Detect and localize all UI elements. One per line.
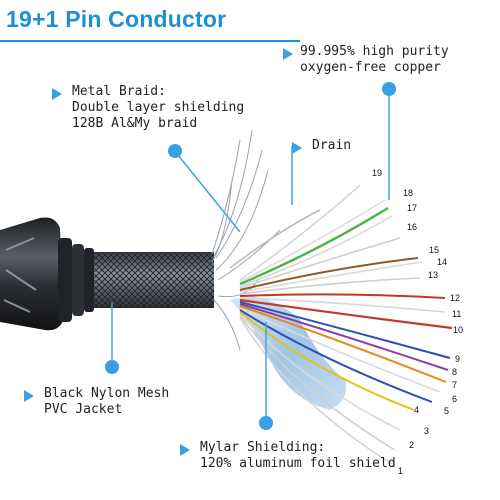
pin-label-6: 6 <box>452 394 458 404</box>
pin-label-11: 11 <box>452 309 462 319</box>
copper-marker-dot <box>382 82 396 96</box>
pin-label-7: 7 <box>452 380 458 390</box>
nylon-mesh-jacket <box>94 252 214 308</box>
page-title: 19+1 Pin Conductor <box>6 6 227 32</box>
leader-lines <box>111 88 390 420</box>
braid-callout: Metal Braid: Double layer shielding 128B… <box>72 84 244 132</box>
pin-label-1: 1 <box>398 466 404 476</box>
pin-label-16: 16 <box>407 222 418 232</box>
pin-label-4: 4 <box>414 405 420 415</box>
connector-housing <box>0 217 64 331</box>
mylar-line-2: 120% aluminum foil shield <box>200 456 396 471</box>
pin-label-17: 17 <box>407 203 418 213</box>
signal-wires <box>239 184 453 465</box>
copper-arrow-icon <box>283 48 293 60</box>
mylar-marker-dot <box>259 416 273 430</box>
braid-line-1: Metal Braid: <box>72 84 166 99</box>
braid-marker-dot <box>168 144 182 158</box>
mylar-line-1: Mylar Shielding: <box>200 440 326 455</box>
jacket-line-2: PVC Jacket <box>44 402 123 417</box>
mylar-arrow-icon <box>180 444 190 456</box>
drain-callout: Drain <box>312 138 352 153</box>
drain-wire <box>229 209 321 269</box>
jacket-marker-dot <box>105 360 119 374</box>
pin-label-18: 18 <box>403 188 414 198</box>
copper-line-2: oxygen-free copper <box>300 60 441 75</box>
braid-line-3: 128B Al&My braid <box>72 116 198 131</box>
title-underline <box>0 40 300 42</box>
braid-line-2: Double layer shielding <box>72 100 245 115</box>
pin-label-13: 13 <box>428 270 439 280</box>
pin-label-5: 5 <box>444 406 450 416</box>
strain-relief <box>58 238 94 322</box>
pin-label-14: 14 <box>437 257 448 267</box>
drain-arrow-icon <box>292 142 302 154</box>
copper-callout: 99.995% high purity oxygen-free copper <box>300 44 449 76</box>
pin-label-2: 2 <box>409 440 415 450</box>
copper-line-1: 99.995% high purity <box>300 44 449 59</box>
jacket-callout: Black Nylon Mesh PVC Jacket <box>44 386 169 418</box>
braid-arrow-icon <box>52 88 62 100</box>
jacket-line-1: Black Nylon Mesh <box>44 386 170 401</box>
pin-label-19: 19 <box>372 168 383 178</box>
pin-label-12: 12 <box>450 293 461 303</box>
jacket-arrow-icon <box>24 390 34 402</box>
mylar-callout: Mylar Shielding: 120% aluminum foil shie… <box>200 440 396 472</box>
pin-label-15: 15 <box>429 245 440 255</box>
pin-label-8: 8 <box>452 367 458 377</box>
pin-label-3: 3 <box>424 426 430 436</box>
pin-label-9: 9 <box>455 354 461 364</box>
pin-label-10: 10 <box>453 325 464 335</box>
